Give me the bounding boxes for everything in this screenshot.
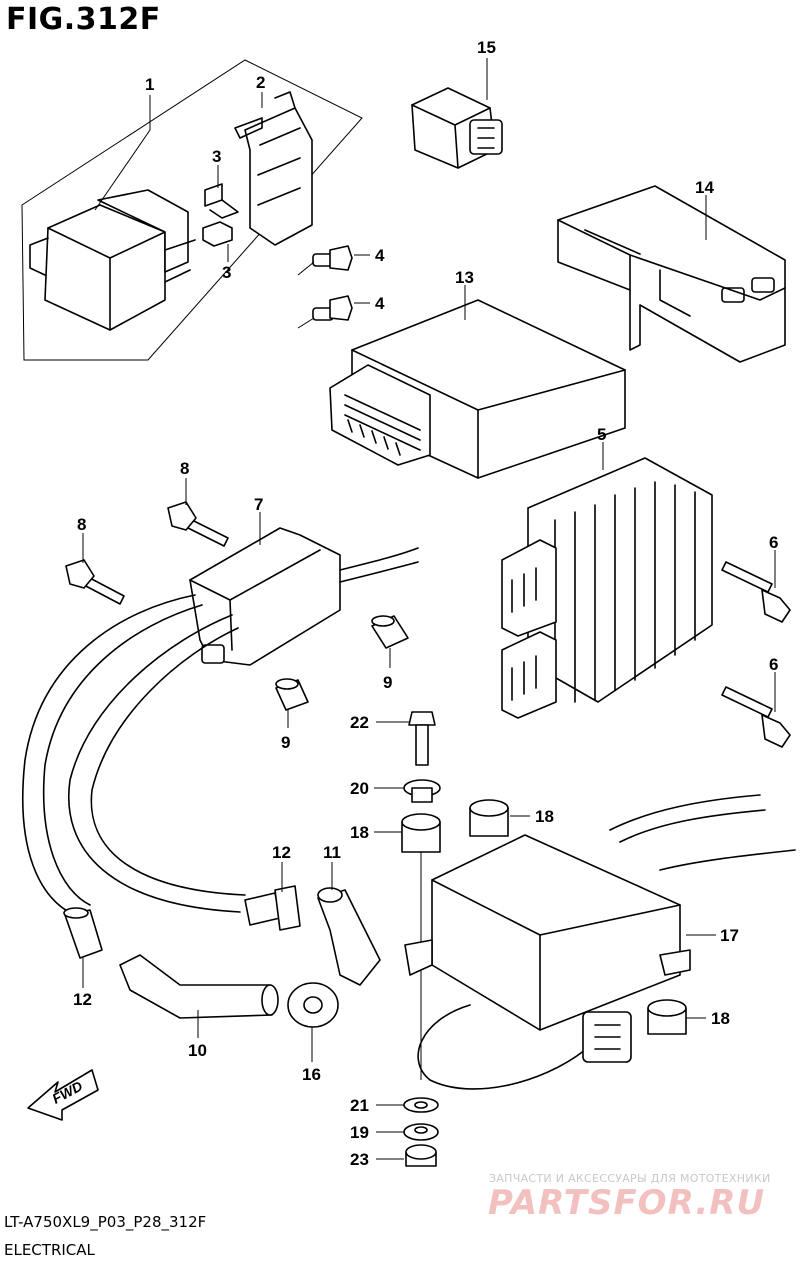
callout-2: 2: [256, 73, 265, 92]
nut-23: [405, 1144, 437, 1167]
grommet-16: [287, 982, 339, 1028]
bolt-22: [408, 711, 436, 766]
washer-21: [403, 1097, 439, 1113]
callout-19: 19: [350, 1123, 369, 1142]
fuse-lower: [202, 221, 233, 247]
grommet-18-top: [469, 799, 509, 837]
callout-21: 21: [350, 1096, 369, 1115]
callout-17: 17: [720, 926, 739, 945]
callout-8: 8: [77, 515, 86, 534]
callout-15: 15: [477, 38, 496, 57]
callout-4: 4: [375, 294, 385, 313]
sleeve-9-lower: [275, 678, 309, 711]
forward-direction-arrow: FWD: [27, 1069, 99, 1121]
bolt-8-lower: [65, 559, 125, 605]
callout-9: 9: [281, 733, 290, 752]
callout-9: 9: [383, 673, 392, 692]
callout-16: 16: [302, 1065, 321, 1084]
collar-20: [403, 779, 441, 803]
callout-18: 18: [535, 807, 554, 826]
bolt-6-lower: [721, 686, 791, 748]
callout-6: 6: [769, 533, 778, 552]
watermark-logo: PARTSFOR.RU: [488, 1183, 766, 1223]
callout-14: 14: [695, 178, 714, 197]
assembly-frame: [21, 59, 363, 361]
callout-18: 18: [350, 823, 369, 842]
callout-3: 3: [212, 147, 221, 166]
watermark-tagline: ЗАПЧАСТИ И АКСЕССУАРЫ ДЛЯ МОТОТЕХНИКИ: [489, 1172, 771, 1185]
relay-cover: [234, 91, 313, 246]
callout-3: 3: [222, 263, 231, 282]
callout-6: 6: [769, 655, 778, 674]
sleeve-9-upper: [371, 615, 409, 649]
grommet-18-left: [401, 813, 441, 853]
plug-cap-11: [317, 887, 381, 986]
plug-cap-12-lower: [63, 907, 103, 959]
fuse-upper: [204, 183, 239, 219]
callout-12: 12: [73, 990, 92, 1009]
callout-11: 11: [323, 843, 341, 862]
grommet-18-right: [647, 999, 687, 1035]
bolt-8-upper: [167, 501, 229, 547]
plug-cap-12-upper: [244, 885, 301, 931]
ecm-unit: [329, 299, 626, 479]
control-unit-17: [404, 794, 796, 1090]
coupler-15: [411, 87, 503, 169]
callout-20: 20: [350, 779, 369, 798]
figure-code: LT-A750XL9_P03_P28_312F: [4, 1213, 207, 1231]
callout-4: 4: [375, 246, 385, 265]
washer-19: [403, 1123, 439, 1141]
figure-title: FIG.312F: [6, 2, 161, 37]
figure-subtitle: ELECTRICAL: [4, 1241, 95, 1259]
high-tension-cords: [21, 594, 246, 916]
bolt-6-upper: [721, 561, 791, 623]
callout-22: 22: [350, 713, 369, 732]
callout-7: 7: [254, 495, 263, 514]
ignition-coil: [189, 527, 419, 666]
callout-8: 8: [180, 459, 189, 478]
callout-1: 1: [145, 75, 154, 94]
callout-5: 5: [597, 425, 606, 444]
bolt-lower: [297, 295, 353, 329]
callout-10: 10: [188, 1041, 207, 1060]
callout-23: 23: [350, 1150, 369, 1169]
callout-12: 12: [272, 843, 291, 862]
starter-relay: [29, 189, 196, 331]
callout-13: 13: [455, 268, 474, 287]
bolt-upper: [297, 245, 353, 276]
plug-cap-10: [119, 954, 279, 1019]
leader-lines: [82, 58, 776, 1160]
ecm-holder: [557, 185, 786, 363]
callout-18: 18: [711, 1009, 730, 1028]
regulator-rectifier: [501, 457, 713, 719]
